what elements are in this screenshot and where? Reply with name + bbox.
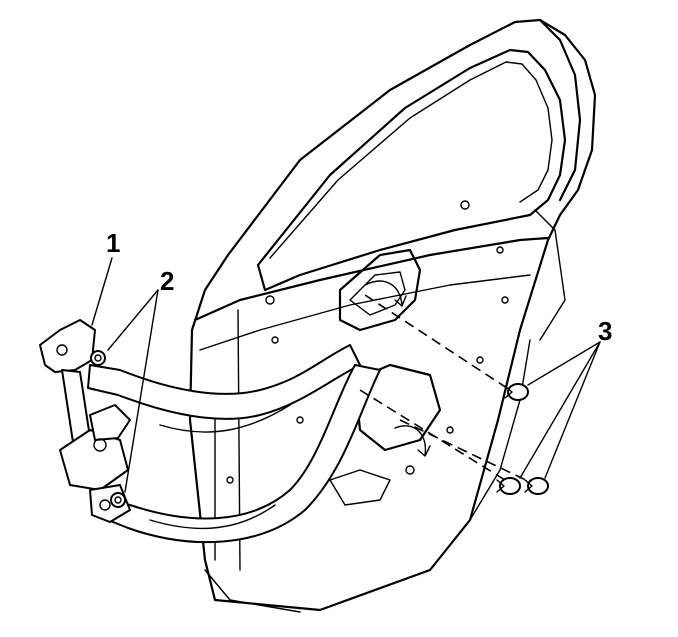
bolt — [496, 477, 521, 495]
callout-3: 3 — [598, 316, 613, 346]
door-panel-bolts — [496, 383, 549, 495]
regulator-cables — [87, 344, 381, 544]
window-regulator — [39, 319, 131, 523]
callout-1: 1 — [106, 228, 121, 258]
leader-lines — [91, 257, 601, 493]
bolt — [504, 383, 529, 401]
regulator-bolts — [90, 350, 126, 508]
callout-2: 2 — [160, 266, 175, 296]
door-frame — [188, 18, 597, 613]
bolt — [524, 477, 549, 495]
alignment-lines — [359, 280, 531, 483]
bolt — [90, 350, 106, 366]
bolt — [110, 492, 126, 508]
